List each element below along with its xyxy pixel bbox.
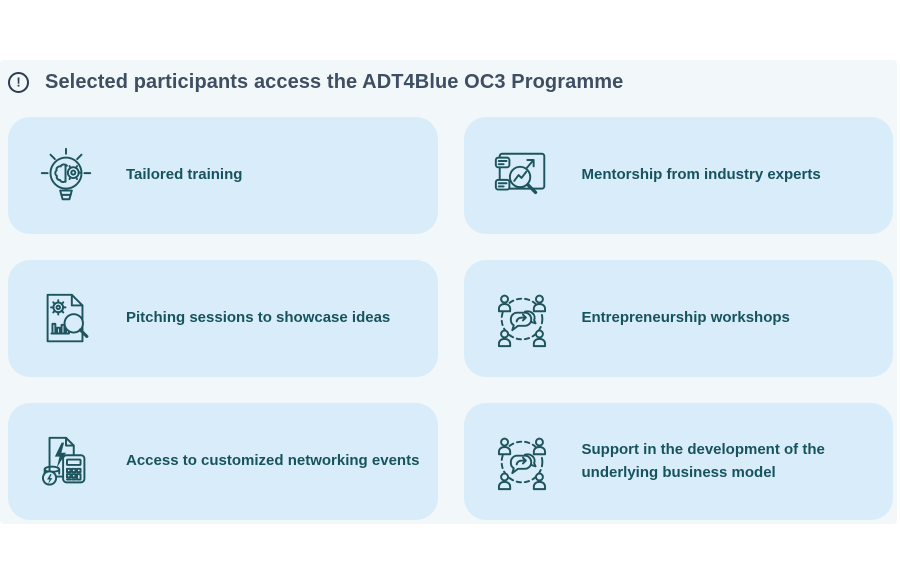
feature-label: Access to customized networking events	[126, 452, 420, 470]
feature-label: Mentorship from industry experts	[581, 166, 821, 184]
feature-label: Tailored training	[126, 166, 243, 184]
feature-grid: Tailored training Mentorship from indust…	[8, 117, 893, 520]
mentor-board-magnifier-icon	[491, 145, 553, 207]
group-discussion-icon	[491, 431, 553, 493]
panel-header: ! Selected participants access the ADT4B…	[8, 71, 623, 94]
card-business-model-support: Support in the development of the underl…	[463, 403, 893, 520]
finance-document-calculator-icon	[35, 431, 97, 493]
group-discussion-icon	[491, 288, 553, 350]
feature-label: Entrepreneurship workshops	[581, 309, 790, 327]
card-tailored-training: Tailored training	[8, 117, 438, 234]
alert-glyph: !	[16, 74, 21, 90]
panel-title: Selected participants access the ADT4Blu…	[45, 71, 624, 93]
card-pitching-sessions: Pitching sessions to showcase ideas	[8, 260, 438, 377]
feature-label: Support in the development of the underl…	[581, 441, 825, 481]
programme-benefits-panel: ! Selected participants access the ADT4B…	[0, 60, 897, 524]
card-entrepreneurship-workshops: Entrepreneurship workshops	[463, 260, 893, 377]
card-networking-events: Access to customized networking events	[8, 403, 438, 520]
alert-circle-icon: !	[8, 72, 29, 93]
card-mentorship: Mentorship from industry experts	[463, 117, 893, 234]
document-analysis-magnifier-icon	[35, 288, 97, 350]
feature-label: Pitching sessions to showcase ideas	[126, 309, 391, 327]
lightbulb-brain-gear-icon	[35, 145, 97, 207]
